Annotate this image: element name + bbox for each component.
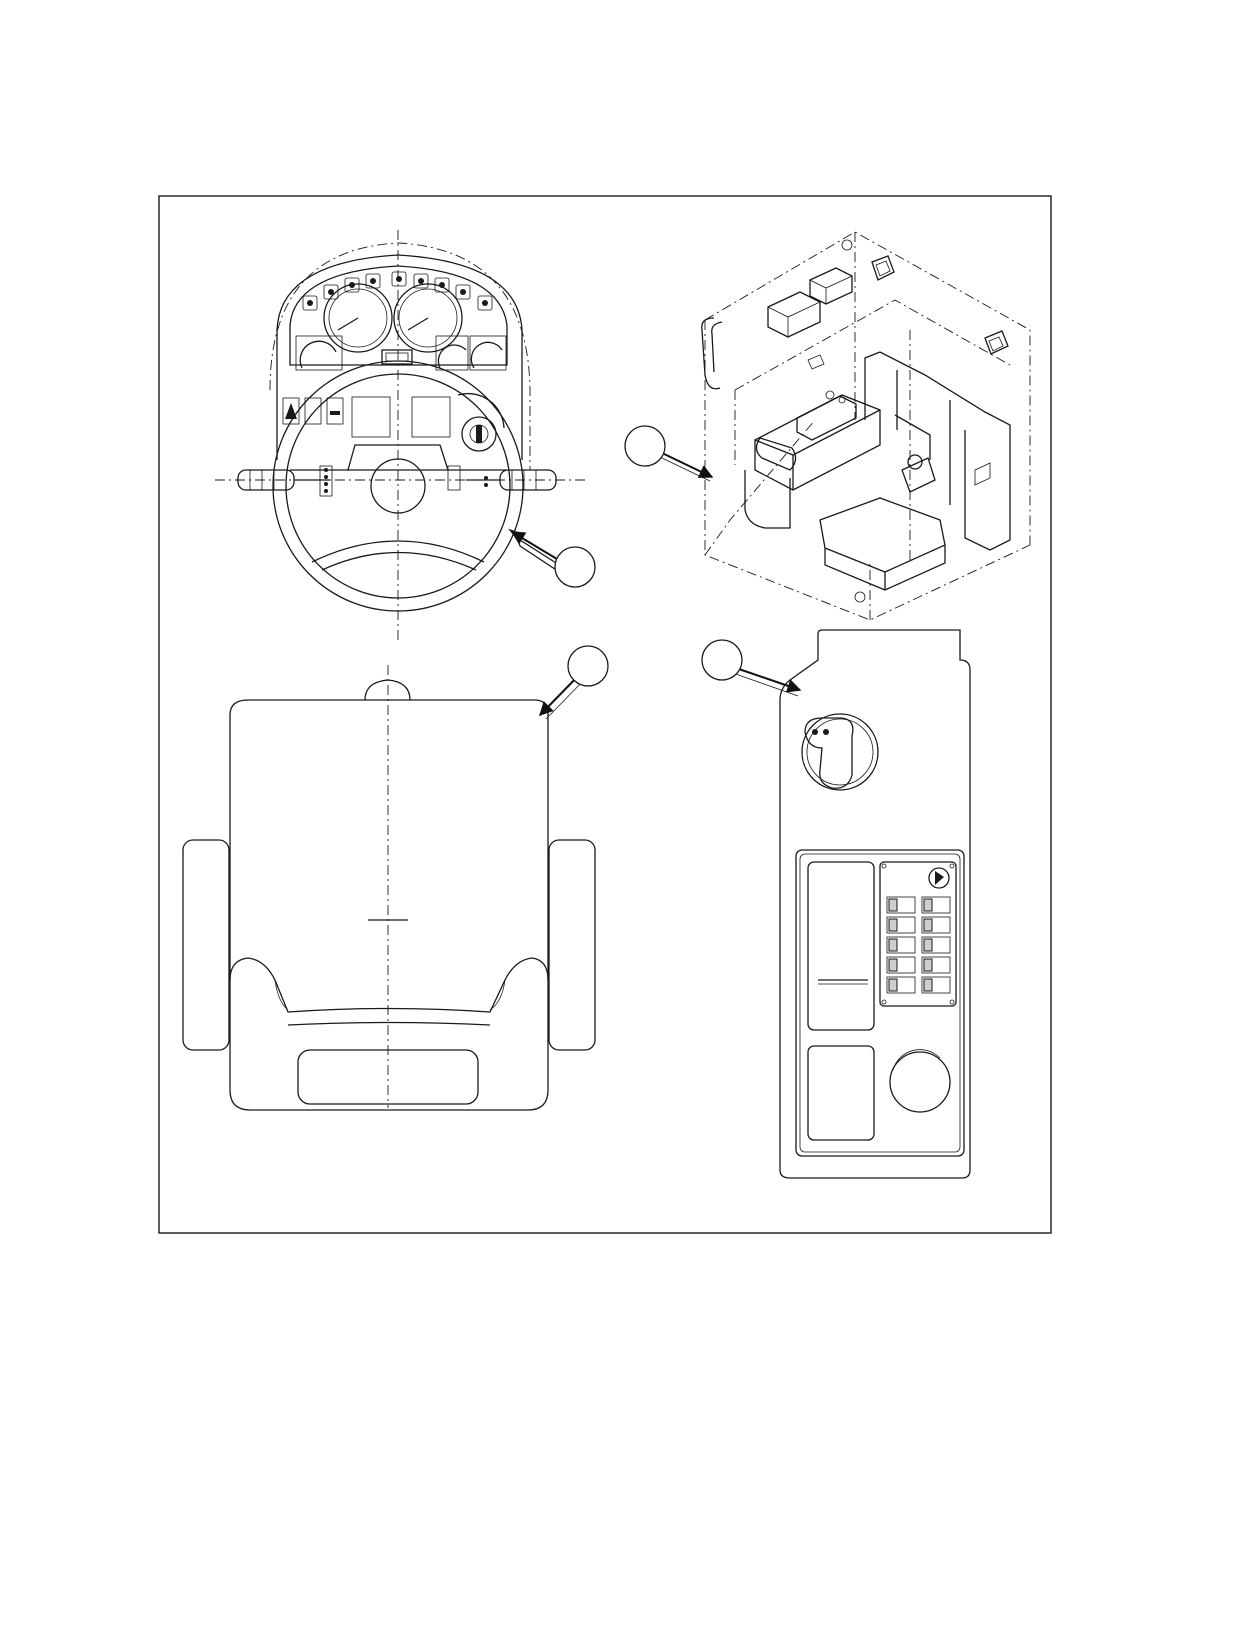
- side-console-control-panel: [779, 629, 971, 1179]
- callout-2: [624, 425, 714, 482]
- cab-console: [744, 351, 1011, 591]
- figure-frame: [158, 195, 1052, 1234]
- ignition-switch-icon: [457, 392, 505, 452]
- operator-seat-top-view: [182, 665, 596, 1111]
- gauge-icon: [323, 283, 463, 353]
- small-gauges: [295, 335, 507, 371]
- roof-units: [767, 255, 1009, 370]
- hazard-switch-icon: [282, 397, 344, 425]
- instrument-panel-view: [215, 230, 585, 640]
- callout-3: [539, 645, 609, 720]
- callout-4: [701, 639, 802, 697]
- callout-1: [508, 528, 596, 588]
- operator-cab-isometric: [701, 231, 1031, 621]
- joystick-icon: [801, 713, 879, 791]
- rocker-switch-icon: [879, 861, 957, 1007]
